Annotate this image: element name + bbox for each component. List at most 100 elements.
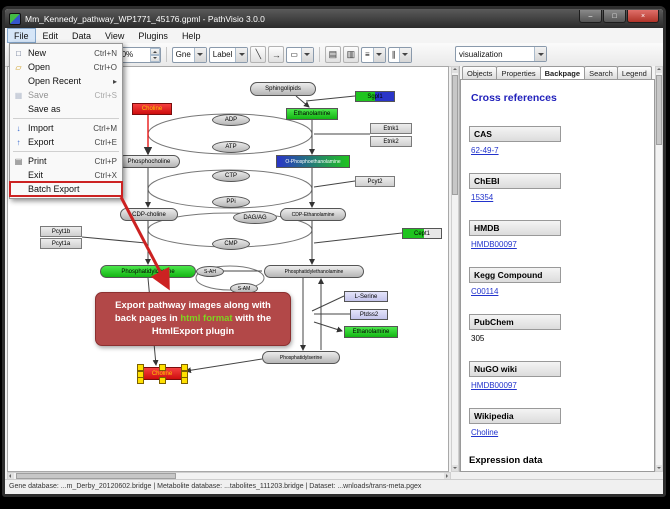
- scrollbar-thumb[interactable]: [16, 473, 176, 479]
- send-backward-button[interactable]: ▥: [342, 46, 359, 63]
- node-ethanolamine[interactable]: Ethanolamine: [344, 326, 398, 338]
- node-phosphatidylserine[interactable]: Phosphatidylserine: [262, 351, 340, 364]
- visualization-dropdown[interactable]: visualization: [455, 46, 547, 62]
- chevron-down-icon[interactable]: [372, 47, 385, 62]
- datanode-dropdown[interactable]: Gne: [171, 46, 207, 63]
- zoom-spinner[interactable]: [149, 47, 160, 62]
- node-cmp[interactable]: CMP: [212, 238, 250, 250]
- tab-properties[interactable]: Properties: [496, 66, 541, 79]
- xref-link[interactable]: 15354: [471, 193, 494, 202]
- file-menu-item-batch-export[interactable]: Batch Export: [9, 181, 123, 197]
- label-dropdown[interactable]: Label: [208, 46, 249, 63]
- node-ctp[interactable]: CTP: [212, 170, 250, 182]
- chevron-down-icon[interactable]: [193, 47, 206, 62]
- node-ptdss2[interactable]: Ptdss2: [350, 309, 388, 320]
- maximize-button[interactable]: □: [603, 10, 626, 23]
- line-tool-button[interactable]: ╲: [250, 46, 267, 63]
- node-adp[interactable]: ADP: [212, 114, 250, 126]
- node-atp[interactable]: ATP: [212, 141, 250, 153]
- menu-edit[interactable]: Edit: [42, 30, 59, 41]
- align-dropdown[interactable]: ≡: [360, 46, 386, 63]
- node-phosphatidylcholine[interactable]: Phosphatidylcholine: [100, 265, 196, 278]
- shortcut-label: Ctrl+X: [94, 170, 117, 180]
- node-l-serine[interactable]: L-Serine: [344, 291, 388, 302]
- xref-link[interactable]: Choline: [471, 428, 499, 437]
- distribute-dropdown[interactable]: ∥: [387, 46, 412, 63]
- node-s-ah[interactable]: S-AH: [196, 266, 224, 277]
- shortcut-label: Ctrl+S: [94, 90, 117, 100]
- node-sphingolipids[interactable]: Sphingolipids: [250, 82, 316, 96]
- scroll-right-icon[interactable]: [444, 473, 450, 479]
- selection-handle[interactable]: [137, 377, 144, 384]
- node-pcyt2[interactable]: Pcyt2: [355, 176, 395, 187]
- menu-view[interactable]: View: [105, 30, 125, 41]
- spinner-up-icon[interactable]: [149, 47, 160, 55]
- selection-handle[interactable]: [159, 377, 166, 384]
- node-etnk1[interactable]: Etnk1: [370, 123, 412, 134]
- expression-data-heading: Expression data: [469, 455, 543, 466]
- tab-objects[interactable]: Objects: [462, 66, 498, 79]
- menu-plugins[interactable]: Plugins: [138, 30, 168, 41]
- chevron-down-icon[interactable]: [300, 47, 313, 62]
- save-icon: ▦: [14, 90, 23, 100]
- xref-link[interactable]: C00114: [471, 287, 499, 296]
- scroll-down-icon[interactable]: [656, 465, 662, 471]
- menu-help[interactable]: Help: [181, 30, 201, 41]
- node-o-phosphoethanolamine[interactable]: O-Phosphoethanolamine: [276, 155, 350, 168]
- scroll-left-icon[interactable]: [8, 473, 14, 479]
- node-cept1[interactable]: Cept1: [402, 228, 442, 239]
- xref-link[interactable]: 62-49-7: [471, 146, 499, 155]
- chevron-down-icon[interactable]: [235, 47, 248, 62]
- node-ethanolamine[interactable]: Ethanolamine: [286, 108, 338, 120]
- node-dag-ag[interactable]: DAG/AG: [233, 211, 277, 224]
- node-phosphatidylethanolamine[interactable]: Phosphatidylethanolamine: [264, 265, 364, 278]
- node-cdp-choline[interactable]: CDP-choline: [120, 208, 178, 221]
- node-phosphocholine[interactable]: Phosphocholine: [118, 155, 180, 168]
- file-menu-item-open-recent[interactable]: Open Recent▸: [28, 76, 117, 86]
- chevron-down-icon[interactable]: [398, 47, 411, 62]
- scroll-up-icon[interactable]: [452, 67, 458, 73]
- tab-legend[interactable]: Legend: [616, 66, 652, 79]
- xref-header: Wikipedia: [469, 408, 561, 424]
- scrollbar-thumb[interactable]: [656, 75, 662, 145]
- scroll-up-icon[interactable]: [656, 67, 662, 73]
- tab-search[interactable]: Search: [584, 66, 618, 79]
- chevron-down-icon[interactable]: [534, 47, 546, 61]
- node-cdp-ethanolamine[interactable]: CDP-Ethanolamine: [280, 208, 346, 221]
- title-bar[interactable]: Mm_Kennedy_pathway_WP1771_45176.gpml - P…: [5, 9, 663, 28]
- minimize-button[interactable]: –: [579, 10, 602, 23]
- node-pcyt1b[interactable]: Pcyt1b: [40, 226, 82, 237]
- arrow-tool-button[interactable]: →: [268, 46, 285, 63]
- canvas-vertical-scrollbar[interactable]: [451, 66, 459, 472]
- node-sgpl1[interactable]: Sgpl1: [355, 91, 395, 102]
- xref-link[interactable]: HMDB00097: [471, 381, 517, 390]
- close-button[interactable]: ×: [627, 10, 659, 23]
- node-choline[interactable]: Choline: [132, 103, 172, 115]
- menu-data[interactable]: Data: [72, 30, 92, 41]
- selection-handle[interactable]: [159, 364, 166, 371]
- node-etnk2[interactable]: Etnk2: [370, 136, 412, 147]
- selection-handle[interactable]: [181, 377, 188, 384]
- spinner-down-icon[interactable]: [149, 54, 160, 62]
- bring-forward-button[interactable]: ▤: [324, 46, 341, 63]
- scroll-down-icon[interactable]: [452, 465, 458, 471]
- scrollbar-thumb[interactable]: [452, 75, 458, 195]
- node-ppi[interactable]: PPi: [212, 196, 250, 208]
- node-pcyt1a[interactable]: Pcyt1a: [40, 238, 82, 249]
- annotation-highlight: html format: [180, 312, 233, 324]
- menu-file[interactable]: File: [7, 28, 36, 43]
- xref-link[interactable]: HMDB00097: [471, 240, 517, 249]
- shape-dropdown[interactable]: ▭: [286, 46, 314, 63]
- file-menu-item-save-as[interactable]: Save as: [28, 104, 61, 114]
- tab-backpage[interactable]: Backpage: [539, 66, 586, 79]
- panel-vertical-scrollbar[interactable]: [655, 66, 663, 472]
